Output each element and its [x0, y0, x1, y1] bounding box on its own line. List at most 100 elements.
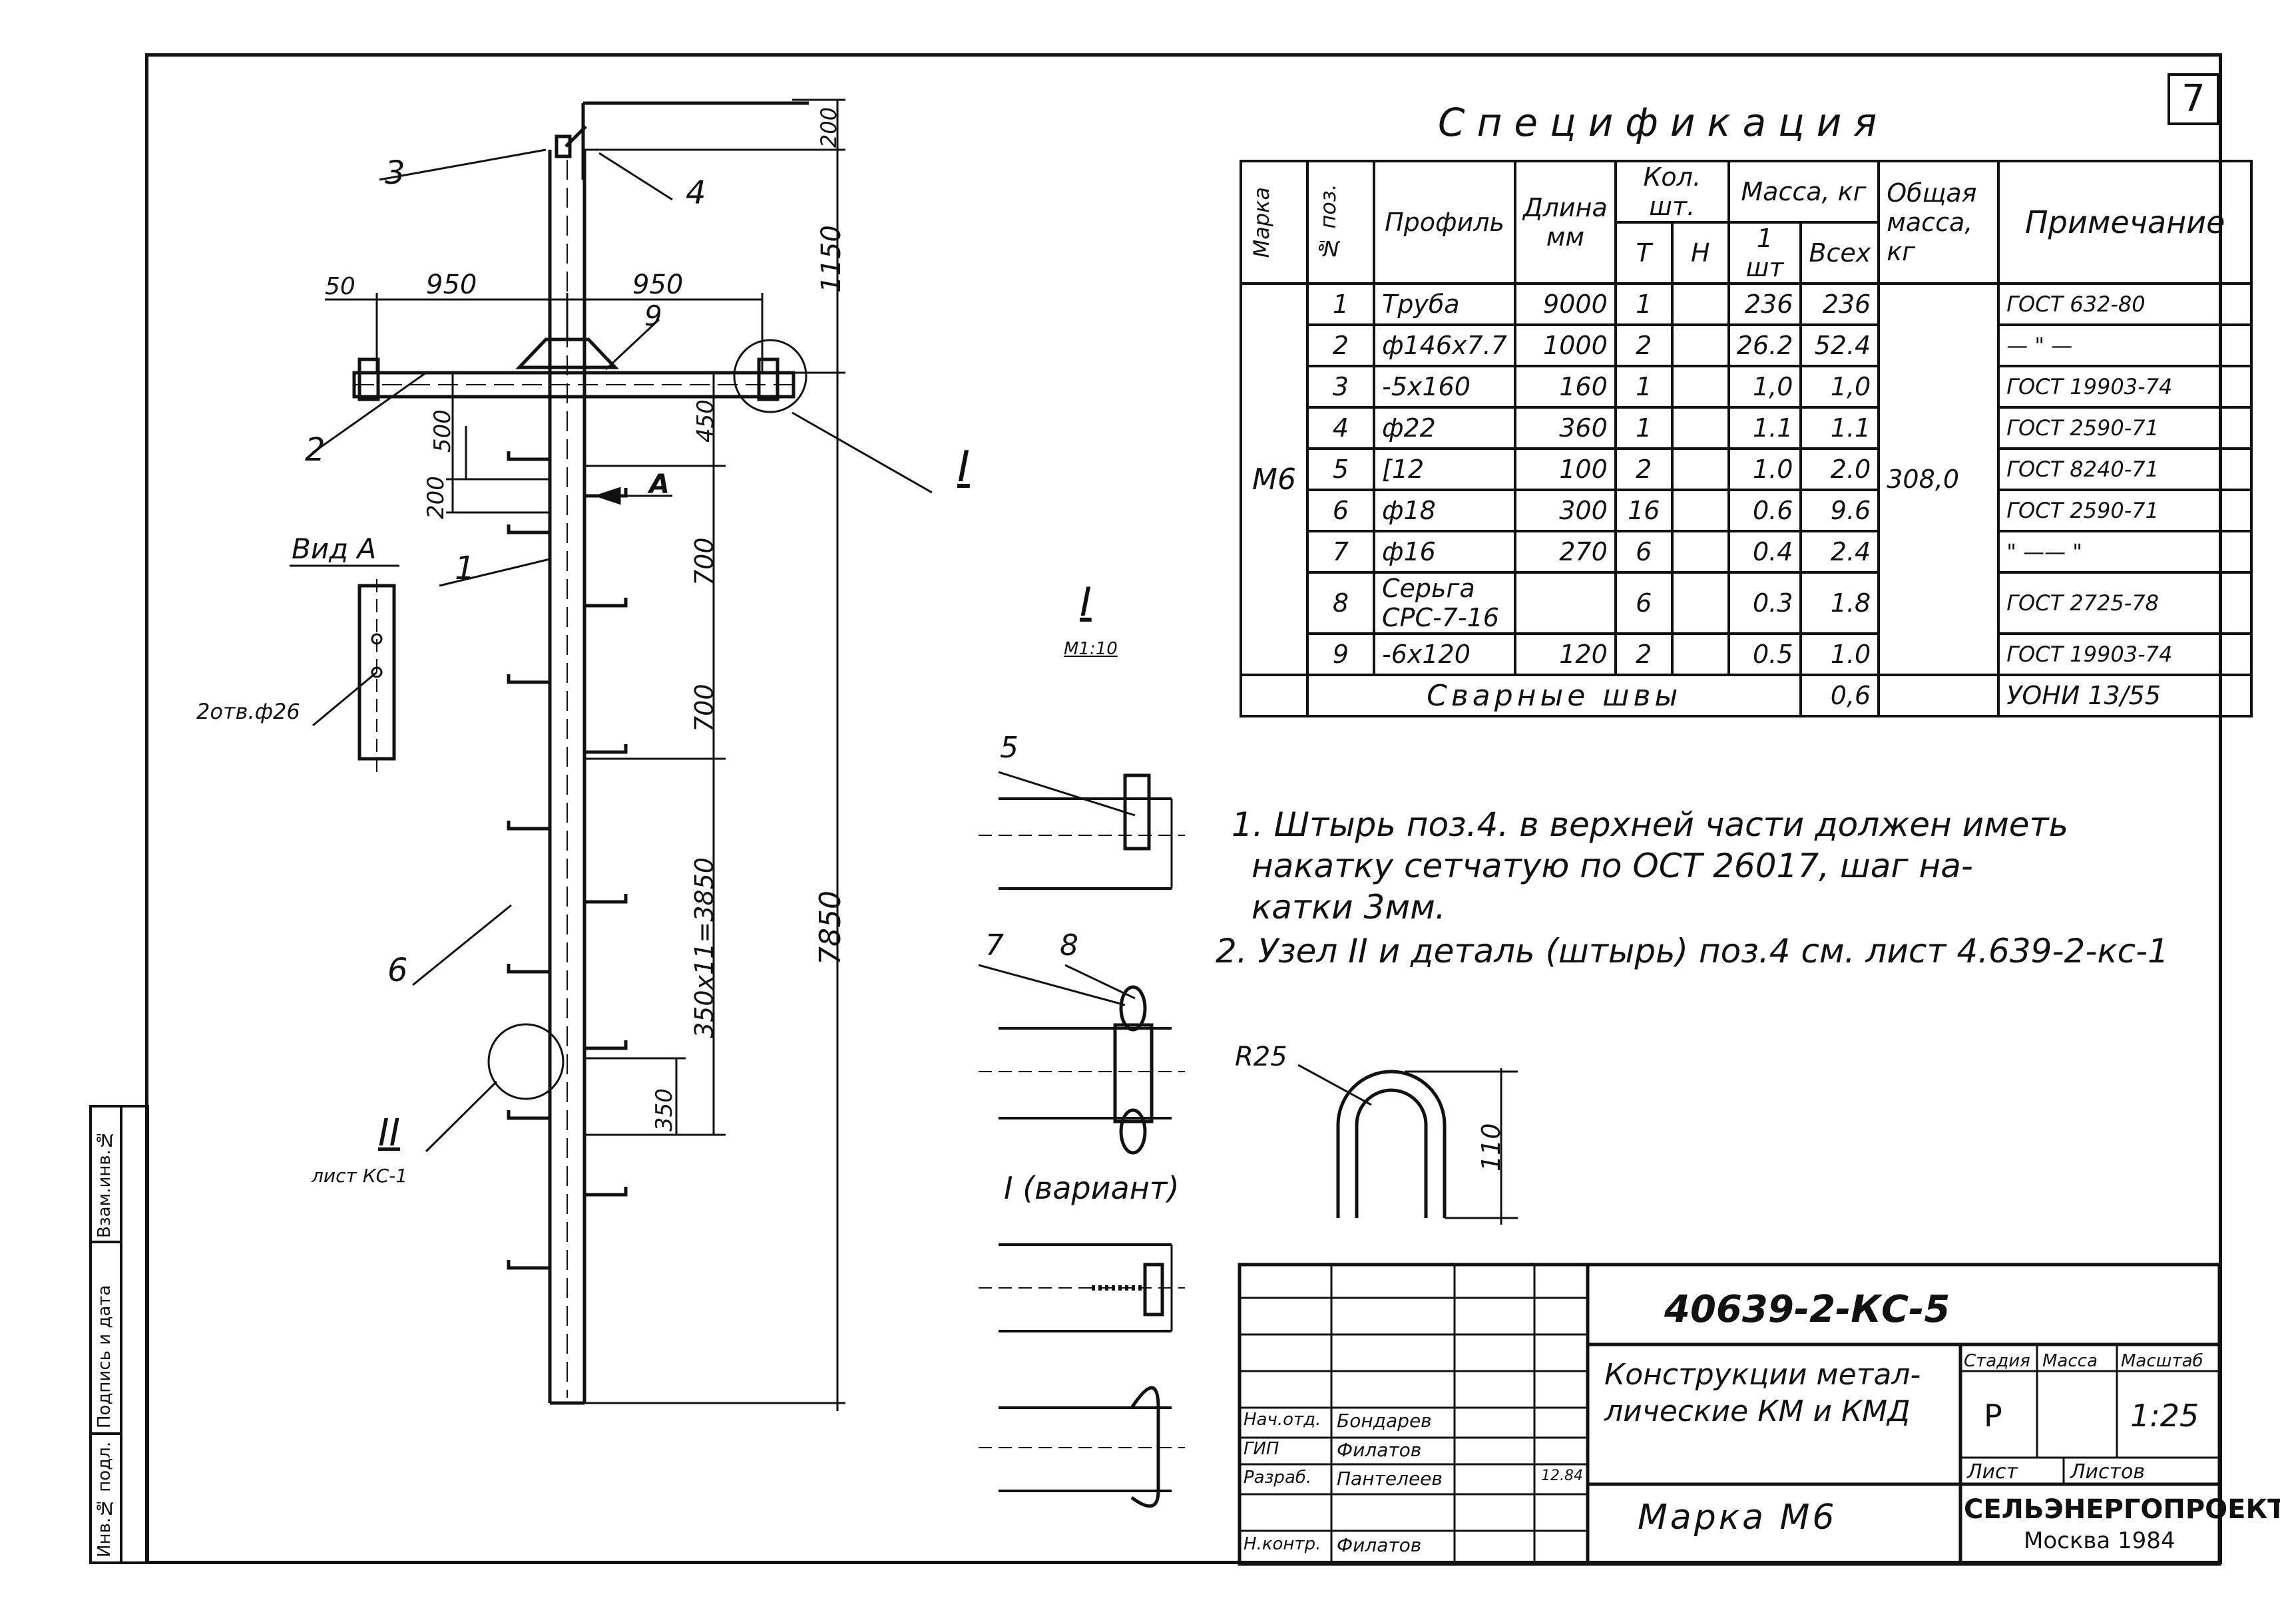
- detail-i-scale: М1:10: [1064, 639, 1118, 659]
- tb-stage: Р: [1984, 1398, 2002, 1434]
- spec-cell-m1: 0.4: [1727, 530, 1803, 574]
- spec-cell-m1: 26.2: [1727, 323, 1803, 367]
- spec-cell-m1: 236: [1727, 282, 1803, 326]
- spec-cell-pos: 3: [1306, 365, 1375, 409]
- spec-h-t: Т: [1614, 221, 1674, 285]
- spec-cell-qty: 16: [1614, 489, 1674, 532]
- tb-name-3: Пантелеев: [1337, 1468, 1443, 1490]
- spec-cell-n: [1670, 406, 1730, 450]
- spec-cell-qty: 2: [1614, 323, 1674, 367]
- spec-cell-mall: 1,0: [1799, 365, 1881, 409]
- spec-cell-mall: 1.8: [1799, 571, 1881, 635]
- dim-50: 50: [325, 273, 355, 300]
- spec-h-n: Н: [1670, 221, 1730, 285]
- detail-i-title: I: [1080, 579, 1092, 626]
- tb-city-year: Москва 1984: [2024, 1527, 2175, 1554]
- spec-cell-note: " —— ": [1997, 530, 2253, 574]
- spec-cell-m1: 0.6: [1727, 489, 1803, 532]
- tb-name-4: Филатов: [1337, 1534, 1422, 1556]
- spec-cell-length: 1000: [1513, 323, 1617, 367]
- spec-cell-mall: 236: [1799, 282, 1881, 326]
- spec-cell-qty: 1: [1614, 365, 1674, 409]
- spec-cell-m1: 1.1: [1727, 406, 1803, 450]
- note-line-3: катки 3мм.: [1252, 888, 1446, 926]
- spec-cell-mall: 52.4: [1799, 323, 1881, 367]
- spec-cell-length: [1513, 571, 1617, 635]
- spec-cell-n: [1670, 571, 1730, 635]
- tb-date: 12.84: [1541, 1468, 1583, 1484]
- tb-role-1: Нач.отд.: [1244, 1410, 1321, 1430]
- label-pos6: 6: [387, 952, 408, 989]
- tb-sheet-h: Лист: [1967, 1460, 2018, 1484]
- note-line-4: 2. Узел II и деталь (штырь) поз.4 см. ли…: [1216, 932, 2169, 970]
- detail-variant: I (вариант): [1004, 1170, 1180, 1206]
- spec-h-profile: Профиль: [1373, 160, 1516, 285]
- spec-cell-m1: 0.5: [1727, 632, 1803, 676]
- tb-name-2: Филатов: [1337, 1439, 1422, 1461]
- spec-cell-pos: 4: [1306, 406, 1375, 450]
- spec-cell-length: 120: [1513, 632, 1617, 676]
- spec-welds-label: Сварные швы: [1305, 674, 1803, 717]
- spec-cell-length: 9000: [1513, 282, 1617, 326]
- dim-3850: 350х11=3850: [690, 857, 719, 1038]
- spec-cell-profile: -6х120: [1373, 632, 1516, 676]
- spec-h-pos: № поз.: [1315, 184, 1341, 261]
- spec-title: Спецификация: [1438, 100, 1889, 145]
- spec-cell-pos: 5: [1306, 447, 1375, 491]
- spec-h-qty: Кол. шт.: [1614, 160, 1730, 224]
- spec-cell-profile: ф22: [1373, 406, 1516, 450]
- tb-role-3: Разраб.: [1244, 1468, 1312, 1488]
- tb-scale-h: Масштаб: [2121, 1351, 2203, 1371]
- label-arrow-a: А: [649, 469, 670, 500]
- label-pos2: 2: [305, 431, 326, 469]
- spec-h-length: Длина мм: [1513, 160, 1617, 285]
- spec-cell-profile: ф146х7.7: [1373, 323, 1516, 367]
- dim-1150: 1150: [816, 225, 847, 293]
- spec-cell-profile: ф18: [1373, 489, 1516, 532]
- spec-cell-length: 270: [1513, 530, 1617, 574]
- spec-h-mark: Марка: [1249, 186, 1274, 258]
- spec-cell-pos: 2: [1306, 323, 1375, 367]
- spec-cell-length: 360: [1513, 406, 1617, 450]
- dim-200-top: 200: [816, 106, 841, 148]
- spec-cell-n: [1670, 447, 1730, 491]
- spec-cell-length: 160: [1513, 365, 1617, 409]
- spec-cell-note: ГОСТ 632-80: [1997, 282, 2253, 326]
- dim-200: 200: [423, 476, 449, 519]
- tb-doc-code: 40639-2-КС-5: [1664, 1288, 1950, 1331]
- label-pos9: 9: [644, 300, 662, 332]
- dim-950-right: 950: [632, 270, 684, 300]
- spec-cell-note: ГОСТ 2590-71: [1997, 406, 2253, 450]
- tb-sheets-h: Листов: [2070, 1460, 2146, 1484]
- spec-cell-mall: 2.4: [1799, 530, 1881, 574]
- spec-cell-mall: 2.0: [1799, 447, 1881, 491]
- tb-stage-h: Стадия: [1964, 1351, 2030, 1371]
- sheet-number: 7: [2181, 77, 2205, 120]
- spec-cell-mall: 1.1: [1799, 406, 1881, 450]
- spec-cell-profile: Труба: [1373, 282, 1516, 326]
- spec-cell-pos: 7: [1306, 530, 1375, 574]
- spec-cell-profile: [12: [1373, 447, 1516, 491]
- spec-cell-mall: 9.6: [1799, 489, 1881, 532]
- side-stamp: Инв.№ подл. Подпись и дата Взам.инв.№: [89, 1105, 149, 1564]
- spec-cell-pos: 8: [1306, 571, 1375, 635]
- spec-welds-mass: 0,6: [1799, 674, 1881, 717]
- tb-mark-title: Марка М6: [1638, 1498, 1837, 1537]
- detail-label-5: 5: [1000, 731, 1019, 765]
- spec-cell-note: — " —: [1997, 323, 2253, 367]
- tb-org: СЕЛЬЭНЕРГОПРОЕКТ: [1964, 1494, 2280, 1525]
- spec-cell-pos: 6: [1306, 489, 1375, 532]
- detail-label-7: 7: [985, 928, 1004, 962]
- spec-cell-m1: 1.0: [1727, 447, 1803, 491]
- spec-cell-profile: Серьга СРС-7-16: [1373, 571, 1516, 635]
- spec-cell-qty: 2: [1614, 447, 1674, 491]
- dim-700-b: 700: [690, 684, 719, 732]
- spec-cell-m1: 0.3: [1727, 571, 1803, 635]
- tb-role-4: Н.контр.: [1244, 1534, 1321, 1554]
